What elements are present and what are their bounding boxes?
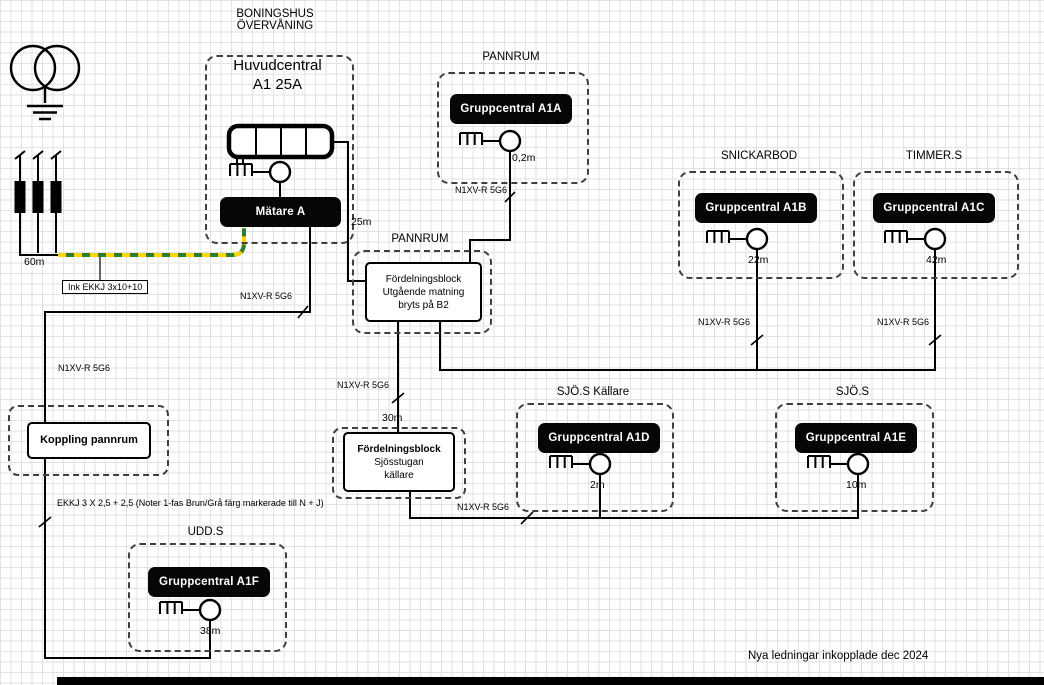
pannrum-block-line: Fördelningsblock — [385, 273, 462, 285]
site-label-a1a: PANNRUM — [482, 51, 540, 63]
bottom-window-edge — [57, 677, 1044, 685]
cable-label-sjosstugan-out: N1XV-R 5G6 — [457, 502, 510, 512]
group-label-a1c: Gruppcentral A1C — [873, 193, 995, 223]
busbar-icon — [226, 123, 335, 160]
pannrum-block-line: Utgående matning — [382, 286, 465, 298]
group-box-a1c — [853, 171, 1019, 279]
wire-main-feed-25m — [333, 141, 365, 282]
incoming-cable-tag: Ink EKKJ 3x10+10 — [62, 280, 149, 294]
group-box-a1d — [516, 403, 674, 512]
site-label-a1e: SJÖ.S — [835, 386, 870, 398]
transformer-icon — [9, 44, 81, 103]
pannrum-block-dashed-box — [352, 250, 492, 334]
footer-note: Nya ledningar inkopplade dec 2024 — [748, 650, 929, 662]
pannrum-block-box: Fördelningsblock Utgående matning bryts … — [365, 262, 482, 322]
cable-marker-icon — [520, 511, 534, 525]
distance-label-a1f: 38m — [200, 625, 221, 637]
cable-marker-icon — [38, 516, 52, 528]
site-label-a1c: TIMMER.S — [905, 150, 963, 162]
site-label-a1d: SJÖ.S Källare — [556, 386, 630, 398]
pannrum-block-line: bryts på B2 — [398, 299, 449, 311]
cable-label-a1b: N1XV-R 5G6 — [698, 317, 751, 327]
sjosstugan-line: Sjösstugan — [374, 456, 424, 468]
cable-label-left-top: N1XV-R 5G6 — [240, 291, 293, 301]
service-fuses-icon — [13, 150, 63, 254]
main-panel-title-line: A1 25A — [252, 75, 303, 93]
group-box-a1b — [678, 171, 844, 279]
sjosstugan-dashed-box — [332, 427, 466, 499]
cable-marker-ticks — [38, 191, 942, 528]
incoming-length-label: 60m — [24, 256, 45, 268]
wire-bc-bus — [439, 249, 936, 371]
sjosstugan-box: Fördelningsblock Sjösstugan källare — [343, 432, 455, 492]
cable-marker-icon — [750, 334, 764, 346]
cable-marker-icon — [928, 334, 942, 346]
group-box-a1a — [437, 72, 589, 184]
distance-label-a1b: 22m — [748, 254, 769, 266]
building-label-line: ÖVERVÅNING — [236, 20, 314, 32]
wire-fuse-join — [19, 253, 58, 256]
sjosstugan-feed-length: 30m — [382, 412, 403, 424]
group-box-a1e — [775, 403, 934, 512]
koppling-box: Koppling pannrum — [27, 422, 151, 459]
building-label: BONINGSHUS ÖVERVÅNING — [200, 8, 350, 32]
cable-label-a1a: N1XV-R 5G6 — [455, 185, 508, 195]
distance-label-a1a: 0,2m — [512, 152, 536, 164]
feed-length-label: 25m — [351, 216, 372, 228]
meter-a-label: Mätare A — [220, 197, 341, 227]
cable-label-a1c: N1XV-R 5G6 — [877, 317, 930, 327]
group-label-a1b: Gruppcentral A1B — [695, 193, 817, 223]
cable-marker-icon — [504, 191, 516, 203]
distance-label-a1c: 42m — [926, 254, 947, 266]
site-label-pannrum-block: PANNRUM — [391, 233, 449, 245]
sjosstugan-line: källare — [384, 469, 414, 481]
group-box-a1f — [128, 543, 287, 652]
group-label-a1e: Gruppcentral A1E — [795, 423, 917, 453]
site-label-a1b: SNICKARBOD — [720, 150, 798, 162]
distance-label-a1d: 2m — [590, 479, 605, 491]
group-label-a1f: Gruppcentral A1F — [148, 567, 270, 597]
koppling-dashed-box — [8, 405, 169, 476]
group-label-a1a: Gruppcentral A1A — [450, 94, 572, 124]
cable-marker-icon — [297, 305, 309, 319]
main-panel-title-line: Huvudcentral — [233, 57, 322, 74]
cable-label-left-mid: N1XV-R 5G6 — [58, 363, 111, 373]
wires — [19, 141, 936, 659]
main-panel-title: Huvudcentral A1 25A — [205, 57, 350, 95]
sjosstugan-line: Fördelningsblock — [357, 443, 441, 455]
earth-ground-icon — [27, 104, 63, 121]
cable-marker-icon — [391, 392, 405, 404]
ekkj-cable-note: EKKJ 3 X 2,5 + 2,5 (Noter 1-fas Brun/Grå… — [57, 498, 324, 508]
building-label-line: BONINGSHUS — [236, 8, 314, 20]
cable-label-sjosstugan-feed: N1XV-R 5G6 — [337, 380, 390, 390]
site-label-a1f: UDD.S — [187, 526, 224, 538]
wire-de-bus — [409, 474, 859, 519]
group-label-a1d: Gruppcentral A1D — [538, 423, 660, 453]
distance-label-a1e: 10m — [846, 479, 867, 491]
main-panel-box — [205, 55, 354, 244]
